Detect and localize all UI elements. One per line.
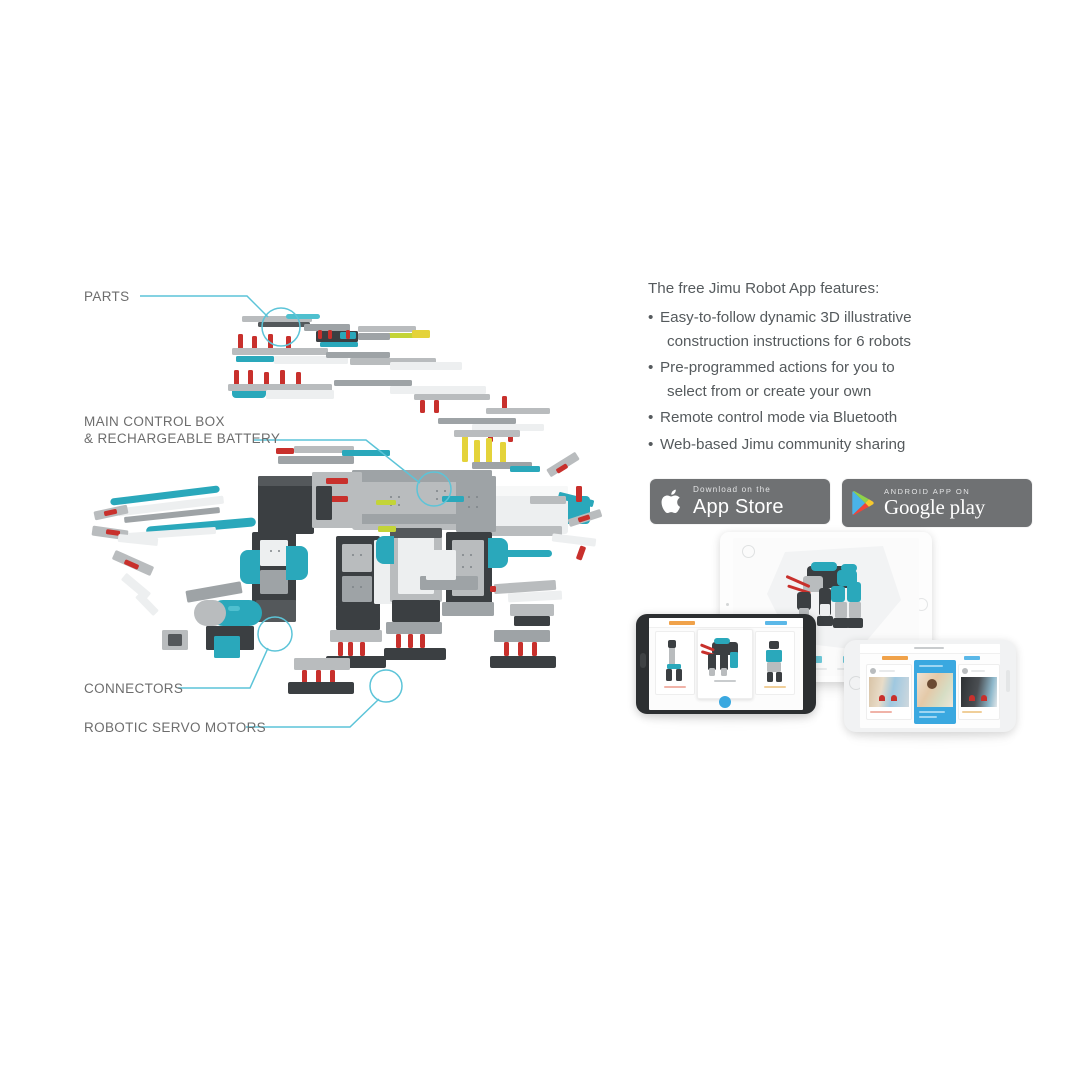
iphone-tab-indicator[interactable]	[882, 656, 908, 660]
feature-item-3: • Remote control mode via Bluetooth	[648, 406, 988, 430]
feature-item-2: • Pre-programmed actions for you to sele…	[648, 356, 988, 403]
android-screen-model-carousel[interactable]	[649, 618, 803, 710]
iphone-feed-card-1[interactable]	[866, 664, 912, 720]
iphone-screen-community-feed[interactable]	[860, 644, 1000, 728]
feature-3-line-1: Remote control mode via Bluetooth	[660, 409, 898, 426]
feature-1-line-2: construction instructions for 6 robots	[667, 332, 911, 350]
app-store-badge-text: Download on the App Store	[693, 485, 784, 518]
feature-2-line-1: Pre-programmed actions for you to	[660, 359, 895, 376]
phone-iphone[interactable]	[844, 640, 1016, 732]
google-play-badge[interactable]: ANDROID APP ON Google play	[842, 479, 1032, 527]
bullet-icon: •	[648, 409, 654, 426]
control-box-line-2: & RECHARGEABLE BATTERY	[84, 431, 281, 446]
exploded-robot-diagram: PARTS MAIN CONTROL BOX & RECHARGEABLE BA…	[84, 289, 610, 760]
bullet-icon: •	[648, 309, 654, 326]
iphone-top-bar	[860, 644, 1000, 654]
android-side-button[interactable]	[639, 653, 646, 668]
app-features-block: The free Jimu Robot App features: • Easy…	[648, 278, 988, 459]
phone-android[interactable]	[636, 614, 816, 714]
feature-item-1: • Easy-to-follow dynamic 3D illustrative…	[648, 306, 988, 353]
android-fab-button[interactable]	[719, 696, 731, 708]
features-heading: The free Jimu Robot App features:	[648, 280, 880, 297]
bullet-icon: •	[648, 435, 654, 453]
callout-label-servo-motors: ROBOTIC SERVO MOTORS	[84, 720, 267, 735]
android-top-bar	[649, 618, 803, 628]
app-store-badge-big: App Store	[693, 495, 784, 518]
google-play-badge-big: Google play	[884, 494, 986, 519]
tablet-back-icon[interactable]	[742, 545, 755, 558]
feature-4-line-1: Web-based Jimu community sharing	[660, 435, 906, 453]
apple-icon	[661, 489, 680, 514]
iphone-feed-card-3[interactable]	[958, 664, 1000, 720]
callout-label-control-box: MAIN CONTROL BOX & RECHARGEABLE BATTERY	[84, 413, 280, 447]
google-play-badge-text: ANDROID APP ON Google play	[884, 488, 985, 518]
feature-2-line-2: select from or create your own	[667, 382, 872, 400]
callout-label-connectors: CONNECTORS	[84, 681, 184, 696]
feature-1-line-1: Easy-to-follow dynamic 3D illustrative	[660, 309, 912, 326]
callout-leader-lines	[140, 295, 452, 728]
iphone-title	[914, 647, 944, 649]
bullet-icon: •	[648, 359, 654, 376]
iphone-speaker-icon	[1006, 670, 1010, 692]
control-box-line-1: MAIN CONTROL BOX	[84, 414, 225, 429]
tablet-toolbar-icon-2[interactable]	[815, 656, 822, 663]
features-list: • Easy-to-follow dynamic 3D illustrative…	[648, 306, 988, 456]
iphone-feed-card-2-selected[interactable]	[914, 660, 956, 724]
app-store-badges: Download on the App Store ANDROID APP ON…	[650, 479, 1032, 527]
android-tab-secondary[interactable]	[765, 620, 787, 625]
android-model-card-2-selected[interactable]	[697, 629, 753, 699]
app-store-badge[interactable]: Download on the App Store	[650, 479, 830, 524]
device-mockups	[630, 528, 1030, 768]
android-tab-indicator[interactable]	[669, 620, 695, 625]
tablet-toolbar-label-2	[809, 668, 827, 670]
iphone-tab-secondary[interactable]	[964, 656, 980, 660]
google-play-icon	[852, 491, 874, 515]
app-store-badge-small: Download on the	[693, 485, 771, 495]
callout-label-parts: PARTS	[84, 289, 130, 304]
robot-illustration	[90, 300, 610, 760]
feature-item-4: • Web-based Jimu community sharing	[648, 433, 988, 457]
android-model-card-3[interactable]	[755, 631, 795, 695]
tablet-camera-icon	[725, 603, 729, 606]
google-play-badge-small: ANDROID APP ON	[884, 487, 971, 497]
android-model-card-1[interactable]	[655, 631, 695, 695]
